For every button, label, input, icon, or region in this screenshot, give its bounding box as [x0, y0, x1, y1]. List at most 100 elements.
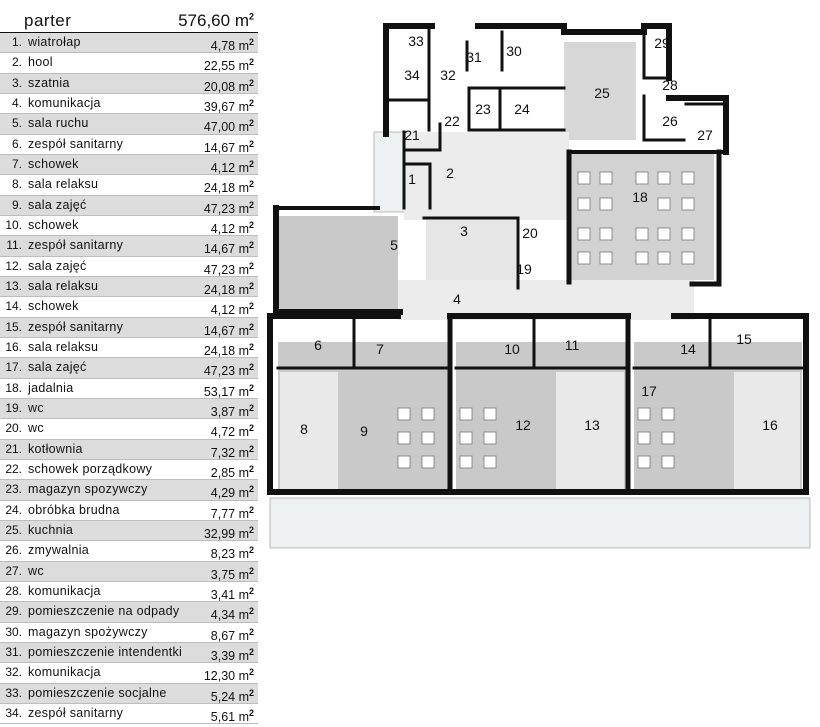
room-area-value: 14,67 m	[203, 140, 249, 155]
room-label-30: 30	[506, 43, 522, 59]
room-area: 47,23 m2	[204, 196, 254, 219]
room-label-6: 6	[314, 337, 322, 353]
room-area-unit: 2	[248, 626, 254, 637]
room-area: 14,67 m2	[204, 135, 254, 158]
room-area-unit: 2	[248, 138, 254, 149]
room-name: obróbka brudna	[28, 502, 120, 517]
room-name: kotłownia	[28, 441, 83, 456]
room-area-unit: 2	[248, 382, 254, 393]
table-icon	[483, 407, 497, 421]
room-label-21: 21	[404, 127, 420, 143]
room-area: 8,23 m2	[211, 541, 254, 564]
room-label-22: 22	[444, 113, 460, 129]
room-number: 10.	[5, 217, 22, 232]
room-number: 4.	[11, 95, 22, 110]
room-area-value: 5,24 m	[210, 689, 249, 704]
room-label-15: 15	[736, 331, 752, 347]
room-area-value: 53,17 m	[203, 384, 249, 399]
room-label-28: 28	[662, 77, 678, 93]
room-number: 18.	[5, 380, 22, 395]
room-area-value: 4,12 m	[210, 161, 249, 176]
room-name: sala relaksu	[28, 278, 99, 293]
room-name: pomieszczenie na odpady	[28, 604, 180, 619]
room-area: 8,67 m2	[211, 623, 254, 646]
table-icon	[397, 455, 411, 469]
room-name: wc	[28, 400, 44, 415]
room-area-value: 5,61 m	[210, 709, 249, 724]
room-area-value: 24,18 m	[203, 283, 249, 298]
legend-row: 17. sala zajęć 47,23 m2	[0, 358, 258, 381]
room-number: 33.	[5, 685, 22, 700]
room-number: 32.	[5, 665, 22, 680]
table-icon	[459, 407, 473, 421]
room-area: 14,67 m2	[204, 318, 254, 341]
table-icon	[421, 455, 435, 469]
room-label-16: 16	[762, 417, 778, 433]
room-area: 3,39 m2	[211, 643, 254, 666]
room-name: sala zajęć	[28, 360, 87, 375]
room-name: wiatrołap	[28, 35, 81, 49]
floor-title: parter	[24, 11, 72, 30]
total-area-value: 576,60 m	[178, 11, 249, 30]
room-area: 14,67 m2	[204, 236, 254, 259]
table-icon	[577, 171, 591, 185]
room-area: 4,12 m2	[211, 216, 254, 239]
room-name: sala relaksu	[28, 177, 99, 192]
room-area: 3,41 m2	[211, 582, 254, 605]
room-area-value: 4,34 m	[210, 608, 249, 623]
room-name: pomieszczenie socjalne	[28, 685, 167, 700]
room-area-unit: 2	[248, 667, 254, 678]
room-area-unit: 2	[248, 280, 254, 291]
room-area-unit: 2	[248, 57, 254, 68]
table-icon	[421, 431, 435, 445]
room-label-25: 25	[594, 85, 610, 101]
room-number: 17.	[5, 360, 22, 375]
room-area: 47,23 m2	[204, 358, 254, 381]
room-label-8: 8	[300, 421, 308, 437]
table-icon	[483, 455, 497, 469]
room-number: 23.	[5, 482, 22, 497]
room-area-unit: 2	[248, 179, 254, 190]
room-area: 4,12 m2	[211, 297, 254, 320]
floor-kuchnia	[564, 42, 636, 140]
room-label-26: 26	[662, 113, 678, 129]
room-area: 3,87 m2	[211, 399, 254, 422]
room-area-unit: 2	[248, 646, 254, 657]
room-name: komunikacja	[28, 583, 101, 598]
room-area-value: 7,77 m	[210, 506, 249, 521]
table-icon	[635, 251, 649, 265]
room-area-value: 47,23 m	[203, 364, 249, 379]
room-number: 7.	[11, 156, 22, 171]
total-area-unit: 2	[248, 11, 254, 22]
room-area-unit: 2	[248, 443, 254, 454]
room-label-32: 32	[440, 67, 456, 83]
room-name: zespół sanitarny	[28, 136, 124, 151]
table-icon	[681, 251, 695, 265]
room-label-2: 2	[446, 165, 454, 181]
table-icon	[657, 251, 671, 265]
table-icon	[421, 407, 435, 421]
room-area-unit: 2	[248, 321, 254, 332]
room-area-unit: 2	[248, 504, 254, 515]
room-area: 7,77 m2	[211, 501, 254, 524]
room-area-unit: 2	[248, 565, 254, 576]
furniture	[397, 171, 695, 469]
room-name: kuchnia	[28, 522, 74, 537]
room-name: sala zajęć	[28, 258, 87, 273]
room-name: sala relaksu	[28, 339, 99, 354]
floor-relaks-16	[734, 372, 800, 490]
